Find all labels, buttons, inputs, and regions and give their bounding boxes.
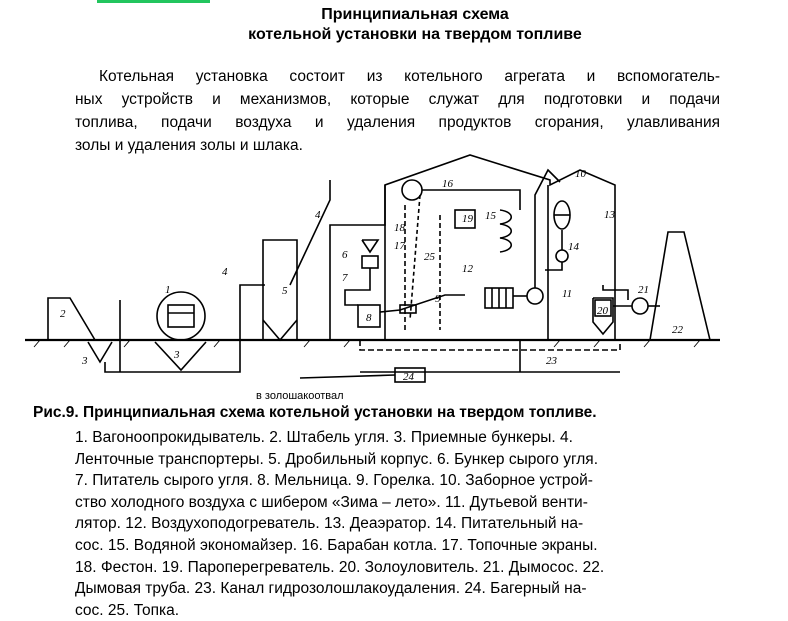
legend-line: лятор. 12. Воздухоподогреватель. 13. Деа… <box>75 515 584 533</box>
feed-pump <box>555 249 569 263</box>
label-1: 1 <box>165 284 171 296</box>
ash-removal-channel <box>359 340 621 351</box>
label-16: 16 <box>442 178 454 190</box>
label-9: 9 <box>435 293 441 305</box>
raw-coal-feeder <box>361 255 379 269</box>
label-14: 14 <box>568 241 580 253</box>
intro-paragraph: Котельная установка состоит из котельног… <box>75 65 720 157</box>
label-19: 19 <box>462 213 474 225</box>
label-2: 2 <box>60 308 66 320</box>
boiler-plant-diagram: 1 2 3 3 4 4 5 6 7 8 9 10 11 12 13 14 15 … <box>25 154 720 383</box>
label-11: 11 <box>562 288 572 300</box>
label-23: 23 <box>546 355 558 367</box>
label-5: 5 <box>282 285 288 297</box>
intro-line: топлива, подачи воздуха и удаления проду… <box>75 114 720 131</box>
text-highlight-mark <box>97 0 210 3</box>
legend-line: 7. Питатель сырого угля. 8. Мельница. 9.… <box>75 472 593 490</box>
legend-line: сос. 25. Топка. <box>75 601 180 619</box>
intro-line: Котельная установка состоит из котельног… <box>99 68 720 85</box>
legend-line: 18. Фестон. 19. Пароперегреватель. 20. З… <box>75 558 605 576</box>
label-18: 18 <box>394 222 406 234</box>
label-8: 8 <box>366 312 372 324</box>
label-3b: 3 <box>173 349 180 361</box>
intro-line: золы и удаления золы и шлака. <box>75 137 303 154</box>
ash-dump-label: в золошакоотвал <box>256 390 344 402</box>
coal-stack <box>47 297 96 341</box>
crusher-building <box>262 239 298 340</box>
legend-line: ство холодного воздуха с шибером «Зима –… <box>75 493 588 511</box>
boiler-building <box>329 154 616 340</box>
label-24: 24 <box>403 371 415 383</box>
receiving-hopper-right <box>154 341 207 372</box>
wagon-tipper <box>156 291 206 341</box>
label-13: 13 <box>604 209 616 221</box>
label-10: 10 <box>575 168 587 180</box>
conveyor-lower <box>104 284 265 373</box>
figure-caption-title: Рис.9. Принципиальная схема котельной ус… <box>33 404 597 421</box>
receiving-hopper-left <box>87 341 113 364</box>
legend-line: Ленточные транспортеры. 5. Дробильный ко… <box>75 450 598 468</box>
intro-line: ных устройств и механизмов, которые служ… <box>75 91 720 108</box>
cold-air-intake <box>534 168 561 288</box>
ash-collector <box>592 297 614 336</box>
label-4a: 4 <box>222 266 228 278</box>
mill <box>357 304 381 328</box>
legend-line: 1. Вагоноопрокидыватель. 2. Штабель угля… <box>75 429 573 446</box>
legend-line: Дымовая труба. 23. Канал гидрозолошлакоу… <box>75 580 587 598</box>
smoke-exhauster <box>631 297 649 315</box>
chimney <box>649 231 711 341</box>
boiler-drum <box>401 179 423 201</box>
conveyor-upper <box>289 180 331 286</box>
label-25: 25 <box>424 251 436 263</box>
label-17: 17 <box>394 240 406 252</box>
page-title: Принципиальная схема <box>321 6 509 23</box>
figure-legend: 1. Вагоноопрокидыватель. 2. Штабель угля… <box>75 427 715 621</box>
label-6: 6 <box>342 249 348 261</box>
label-7: 7 <box>342 272 348 284</box>
blower-fan <box>526 287 544 305</box>
label-12: 12 <box>462 263 474 275</box>
label-21: 21 <box>638 284 649 296</box>
label-3a: 3 <box>81 355 88 367</box>
label-4b: 4 <box>315 209 321 221</box>
raw-coal-bunker <box>361 239 380 254</box>
label-20: 20 <box>597 305 609 317</box>
water-economizer <box>499 209 513 253</box>
burner <box>399 304 417 314</box>
label-15: 15 <box>485 210 497 222</box>
legend-line: сос. 15. Водяной экономайзер. 16. Бараба… <box>75 536 598 554</box>
superheater <box>454 209 476 229</box>
label-22: 22 <box>672 324 684 336</box>
ground-hatch <box>33 339 701 348</box>
page-subtitle: котельной установки на твердом топливе <box>248 26 582 43</box>
